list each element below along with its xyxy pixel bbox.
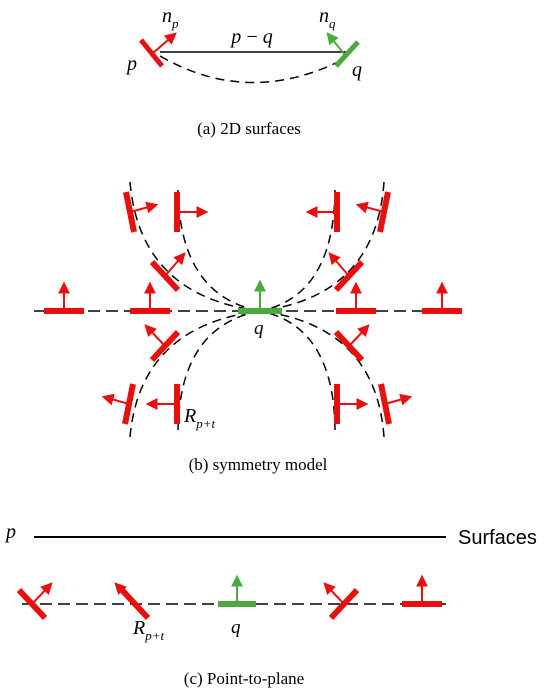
surface-element-b-ur2 bbox=[305, 192, 340, 232]
surface-curve-outer-ul bbox=[129, 181, 261, 312]
surface-curve-a bbox=[159, 55, 347, 84]
surface-element-b-ur3 bbox=[328, 252, 365, 293]
surface-element-b-ll2 bbox=[101, 383, 136, 425]
surface-element-b-lr3 bbox=[378, 383, 413, 425]
surface-curve-inner-ur bbox=[259, 189, 336, 312]
panel-c-point-to-plane: p Surfaces Rp+t q (c) Point-to-plane bbox=[4, 521, 537, 688]
surface-curve-inner-lr bbox=[259, 310, 336, 431]
label-p: p bbox=[125, 53, 137, 75]
surface-element-b-ul1 bbox=[123, 191, 159, 233]
label-n-p: np bbox=[162, 5, 179, 31]
caption-a: (a) 2D surfaces bbox=[197, 119, 301, 138]
surface-element-c2 bbox=[114, 582, 151, 621]
surface-element-b-h4 bbox=[422, 281, 462, 314]
surface-element-b-ur1 bbox=[355, 191, 391, 233]
surface-element-b-lr2 bbox=[334, 384, 369, 424]
surface-curve-inner-ul bbox=[177, 189, 261, 312]
surface-element-c1 bbox=[16, 582, 53, 621]
surface-element-p bbox=[139, 38, 164, 68]
surface-element-q bbox=[334, 40, 360, 68]
normal-arrow-p bbox=[152, 32, 177, 54]
surface-element-c-q bbox=[218, 574, 256, 607]
surface-element-c4 bbox=[402, 574, 442, 607]
surface-element-b-h1 bbox=[44, 281, 84, 314]
panel-b-symmetry-model: q Rp+t (b) symmetry model bbox=[34, 181, 462, 474]
label-r-p-plus-t-b: Rp+t bbox=[183, 405, 215, 431]
label-q: q bbox=[352, 59, 362, 81]
label-n-q: nq bbox=[319, 5, 336, 31]
normal-arrow-q bbox=[326, 32, 346, 56]
surface-element-b-ll1 bbox=[144, 324, 181, 363]
label-r-p-plus-t-c: Rp+t bbox=[132, 617, 164, 643]
caption-c: (c) Point-to-plane bbox=[184, 669, 304, 688]
label-q-b: q bbox=[254, 318, 264, 339]
label-surfaces: Surfaces bbox=[458, 527, 537, 549]
label-p-minus-q: p − q bbox=[229, 26, 273, 48]
surface-element-b-ul2 bbox=[174, 192, 209, 232]
label-q-c: q bbox=[231, 617, 241, 638]
caption-b: (b) symmetry model bbox=[189, 455, 328, 474]
panel-a-2d-surfaces: p q np nq p − q (a) 2D surfaces bbox=[125, 5, 362, 138]
surface-element-b-ul3 bbox=[149, 252, 186, 293]
surface-curve-outer-ur bbox=[259, 181, 385, 312]
surface-element-b-q bbox=[238, 279, 282, 314]
label-p-c: p bbox=[4, 521, 16, 543]
surface-element-c3 bbox=[323, 582, 360, 621]
surface-element-b-ll3 bbox=[145, 384, 180, 424]
surface-curve-outer-ll bbox=[129, 310, 261, 438]
surface-element-b-lr1 bbox=[333, 324, 370, 363]
surface-element-b-h2 bbox=[130, 281, 170, 314]
surface-element-b-h3 bbox=[336, 281, 376, 314]
